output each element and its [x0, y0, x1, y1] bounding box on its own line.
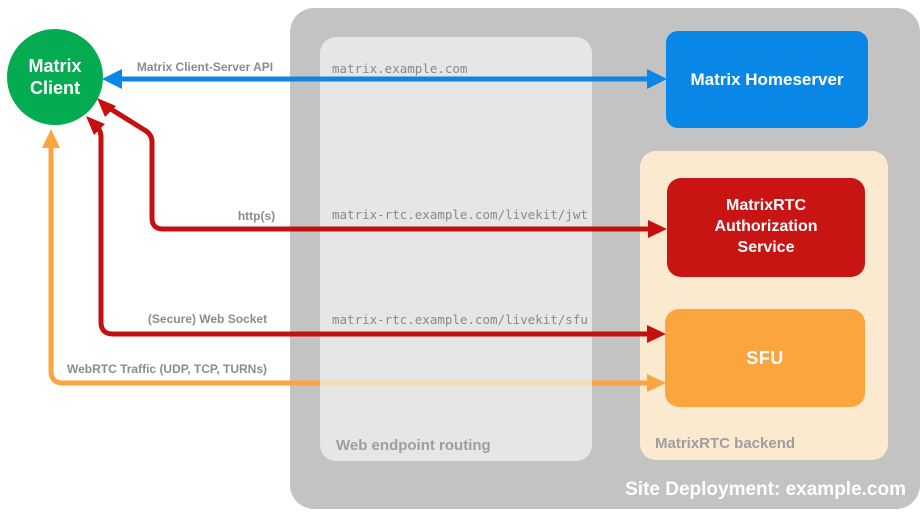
arrowhead-upleft-icon	[97, 98, 116, 117]
authorization-service-label: MatrixRTC Authorization Service	[714, 197, 818, 256]
arrowhead-up-icon	[42, 129, 60, 148]
matrixrtc-backend-caption: MatrixRTC backend	[655, 435, 796, 452]
sfu-label: SFU	[746, 347, 784, 368]
arrowhead-upleft-icon	[86, 116, 105, 135]
matrix-homeserver-node: Matrix Homeserver	[666, 31, 868, 128]
arrowhead-left-icon	[102, 69, 122, 89]
matrix-homeserver-label: Matrix Homeserver	[690, 69, 844, 89]
sfu-node: SFU	[665, 309, 865, 407]
endpoint-matrix-example-com: matrix.example.com	[332, 61, 468, 76]
client-server-api-label: Matrix Client-Server API	[136, 60, 274, 74]
web-endpoint-routing-panel	[320, 37, 592, 461]
matrix-client-node: Matrix Client	[7, 29, 103, 125]
web-endpoint-routing-caption: Web endpoint routing	[336, 437, 491, 454]
https-label: http(s)	[237, 209, 276, 223]
webrtc-traffic-label: WebRTC Traffic (UDP, TCP, TURNs)	[66, 362, 268, 376]
matrix-client-label: Matrix Client	[28, 55, 82, 99]
web-socket-label: (Secure) Web Socket	[147, 312, 268, 326]
site-deployment-title: Site Deployment: example.com	[625, 479, 906, 500]
endpoint-livekit-sfu: matrix-rtc.example.com/livekit/sfu	[332, 312, 588, 327]
matrixrtc-authorization-service-node: MatrixRTC Authorization Service	[667, 178, 865, 277]
endpoint-livekit-jwt: matrix-rtc.example.com/livekit/jwt	[332, 207, 588, 222]
